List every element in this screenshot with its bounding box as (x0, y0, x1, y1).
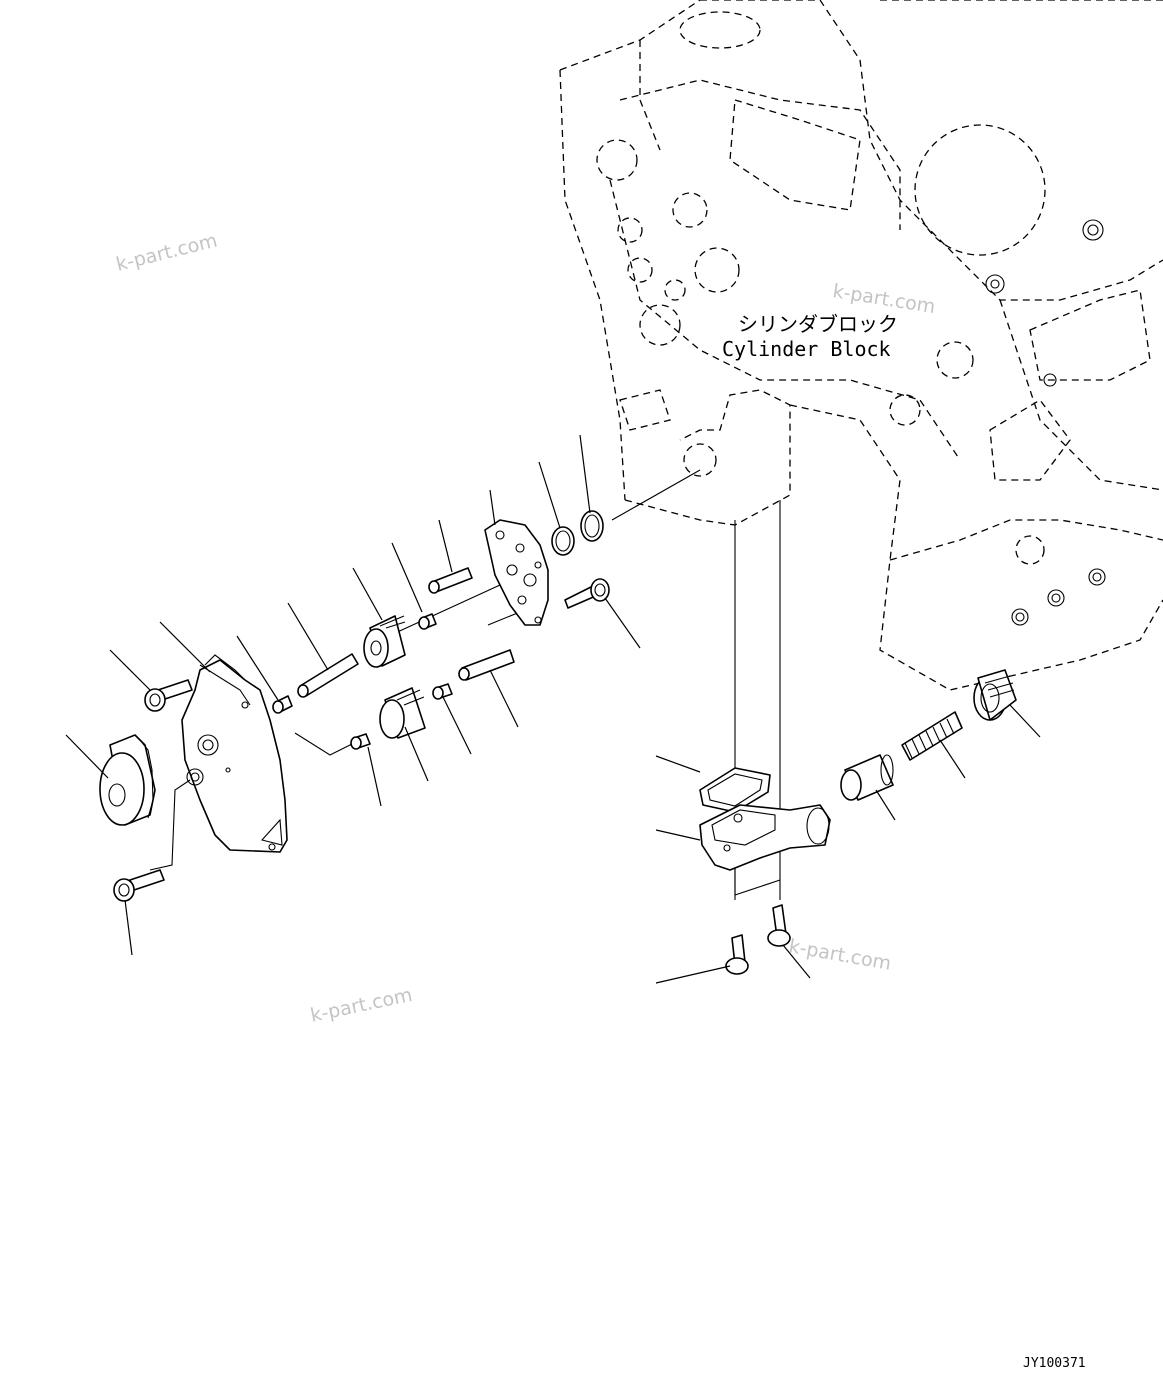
shaft-long (297, 653, 359, 698)
valve-bolt-right (767, 904, 791, 947)
leader-lines (65, 434, 1041, 984)
watermark-1: k-part.com (114, 229, 220, 275)
dowel-lower-left (350, 733, 371, 750)
valve-body (699, 804, 831, 871)
shaft-pin-lower (458, 649, 515, 681)
bushing (551, 526, 575, 556)
dowel-upper (418, 613, 437, 630)
flange-bolt-lower-left (113, 869, 165, 902)
cylinder-block-outline (559, 0, 1163, 691)
block-bosses (985, 219, 1106, 626)
valve-bolt-left (725, 934, 749, 975)
o-ring (580, 510, 604, 542)
watermark-3: k-part.com (308, 984, 414, 1027)
block-label-english: Cylinder Block (722, 337, 891, 361)
shaft-pin-upper (428, 567, 473, 594)
relief-valve-plunger (840, 754, 894, 801)
relief-valve-spring (901, 711, 963, 761)
valve-gasket (699, 767, 771, 813)
relief-valve-plug (973, 669, 1017, 721)
rotor-gear-lower (379, 687, 426, 739)
dowel-lower-right (432, 683, 453, 700)
pump-housing (181, 654, 288, 853)
block-label-japanese: シリンダブロック (738, 312, 898, 336)
dowel-left (272, 695, 293, 714)
drive-gear (99, 734, 156, 826)
drawing-code: JY100371 (1023, 1356, 1086, 1371)
flange-bolt-upper (564, 578, 610, 609)
rotor-gear-upper (363, 615, 406, 668)
flange-bolt-upper-left (144, 679, 193, 712)
pump-plate (484, 519, 549, 626)
